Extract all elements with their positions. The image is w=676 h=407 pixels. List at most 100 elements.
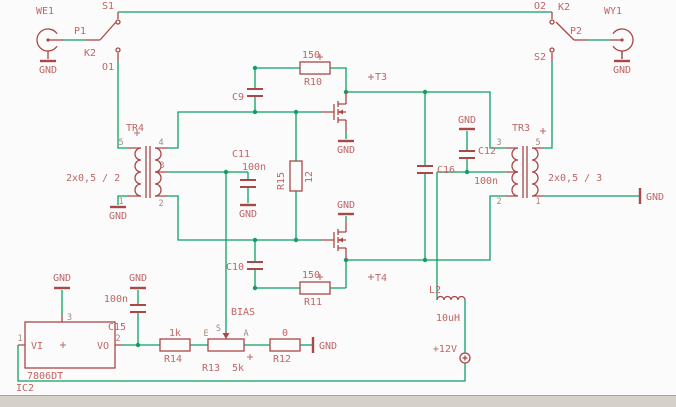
relay-contact-left-k2[interactable]: P1 S1 K2 O1 — [74, 1, 121, 73]
gnd-label: GND — [53, 273, 71, 284]
winding-primary — [134, 147, 142, 197]
resistor-r15[interactable]: R15 12 — [276, 112, 315, 240]
connector-label: WE1 — [36, 6, 54, 17]
transformer-tr3[interactable]: TR3 2x0,5 / 3 3 5 2 1 — [496, 123, 602, 207]
supply-label: +12V — [433, 344, 457, 355]
inductor-l2[interactable]: L2 10uH — [429, 285, 466, 324]
contact-lever — [555, 21, 575, 41]
resistor-body — [269, 338, 301, 352]
component-name: R12 — [273, 354, 291, 365]
origin-cross — [540, 128, 546, 134]
pin-number: 2 — [496, 197, 501, 207]
wire-t4-drain[interactable] — [345, 195, 506, 288]
pin-number: 3 — [159, 161, 164, 171]
cap-plates — [240, 179, 256, 188]
wiper-arrow — [222, 333, 230, 339]
gnd-output[interactable]: GND — [638, 188, 664, 204]
component-name: R13 — [202, 363, 220, 374]
pin-number: 1 — [118, 197, 123, 207]
origin-cross — [368, 74, 374, 80]
plus-icon — [462, 355, 468, 361]
origin-cross — [317, 54, 323, 60]
bnc-shield-arc — [612, 28, 634, 52]
capacitor-c12[interactable]: C12 100n GND — [458, 115, 498, 187]
wire-r10[interactable] — [255, 67, 347, 92]
wire-o1-tr4[interactable] — [117, 62, 128, 149]
pin-label-s: S — [216, 324, 221, 334]
wire-tr4-t4gate[interactable] — [168, 195, 322, 241]
pin-number: 2 — [115, 334, 120, 344]
component-name: C16 — [437, 165, 455, 176]
resistor-r10[interactable]: 150 R10 — [299, 50, 331, 88]
component-name: C9 — [232, 92, 244, 103]
resistor-r12[interactable]: 0 R12 GND — [269, 328, 337, 365]
bnc-shield-arc — [36, 28, 58, 52]
junction-dot — [422, 89, 428, 95]
junction-dot — [464, 169, 470, 175]
pin-number: 2 — [158, 199, 163, 209]
origin-cross — [134, 130, 140, 136]
junction-dot — [252, 109, 258, 115]
schematic-canvas[interactable]: WE1 GND P1 S1 K2 O1 WY1 GND O2 K2 P2 S2 — [0, 0, 676, 395]
component-value: 10uH — [436, 313, 460, 324]
gnd-label: GND — [613, 65, 631, 76]
mosfet-t3[interactable]: T3 GND — [322, 72, 387, 156]
component-name: IC2 — [16, 383, 34, 394]
capacitor-c10[interactable]: C10 — [226, 261, 263, 273]
resistor-r11[interactable]: 150 R11 — [299, 270, 331, 308]
pin-number: 1 — [17, 334, 22, 344]
relay-contact-right-k2[interactable]: O2 K2 P2 S2 — [534, 1, 588, 63]
source-lead — [338, 119, 347, 132]
resistor-r14[interactable]: 1k R14 — [159, 328, 191, 365]
capacitor-c16[interactable]: C16 — [417, 165, 455, 176]
wire-bottom-rail[interactable] — [17, 345, 466, 382]
pin-number: 1 — [535, 197, 540, 207]
resistor-body — [289, 160, 303, 192]
component-name: C15 — [108, 322, 126, 333]
component-name: L2 — [429, 285, 441, 296]
capacitor-c11[interactable]: C11 100n GND — [232, 149, 266, 220]
regulator-ic2[interactable]: VI VO 1 2 3 7806DT IC2 GND — [16, 273, 122, 394]
pin-label-s2: S2 — [534, 52, 546, 63]
wire-s2-tr3[interactable] — [544, 62, 553, 149]
component-value: 0 — [282, 328, 288, 339]
supply-circle — [459, 352, 471, 364]
wire-tr4-gnd[interactable] — [117, 195, 128, 205]
pin-label-e: E — [203, 329, 208, 339]
origin-cross — [60, 342, 66, 348]
pin-number: 5 — [535, 138, 540, 148]
status-bar — [0, 395, 676, 407]
capacitor-c15[interactable]: 100n C15 GND — [104, 273, 147, 333]
wire-t3-drain[interactable] — [346, 91, 506, 149]
wire-tr4-t3gate[interactable] — [168, 111, 322, 149]
bnc-connector-we1[interactable]: WE1 GND — [36, 6, 64, 76]
core-lines — [522, 146, 528, 198]
resistor-body — [207, 338, 245, 352]
nets-layer[interactable] — [17, 11, 639, 382]
potentiometer-r13[interactable]: E S A R13 5k — [202, 324, 253, 374]
resistor-body — [299, 61, 331, 75]
bnc-connector-wy1[interactable]: WY1 GND — [604, 6, 634, 76]
mosfet-t4[interactable]: T4 GND — [322, 200, 387, 284]
gate-lead — [322, 232, 335, 248]
pin-number: 3 — [67, 313, 72, 323]
body-arrow — [338, 109, 343, 115]
pin-leads — [128, 147, 168, 197]
pin-label-o1: O1 — [102, 62, 114, 73]
cap-plates — [130, 304, 146, 313]
cap-plates — [247, 88, 263, 97]
pin-label-s1: S1 — [102, 1, 114, 12]
component-value: 1k — [169, 328, 181, 339]
transformer-tr4[interactable]: TR4 2x0,5 / 2 5 4 3 1 2 GND — [66, 123, 168, 222]
component-name: R11 — [304, 297, 322, 308]
cap-plates — [459, 150, 475, 159]
capacitor-c9[interactable]: C9 — [232, 88, 263, 103]
cap-plates — [417, 165, 433, 174]
supply-12v[interactable]: +12V — [433, 344, 471, 364]
resistor-body — [299, 281, 331, 295]
pin-label-vo: VO — [97, 341, 109, 352]
component-value: 5k — [232, 363, 244, 374]
gnd-label: GND — [319, 341, 337, 352]
contact-point — [549, 47, 555, 53]
